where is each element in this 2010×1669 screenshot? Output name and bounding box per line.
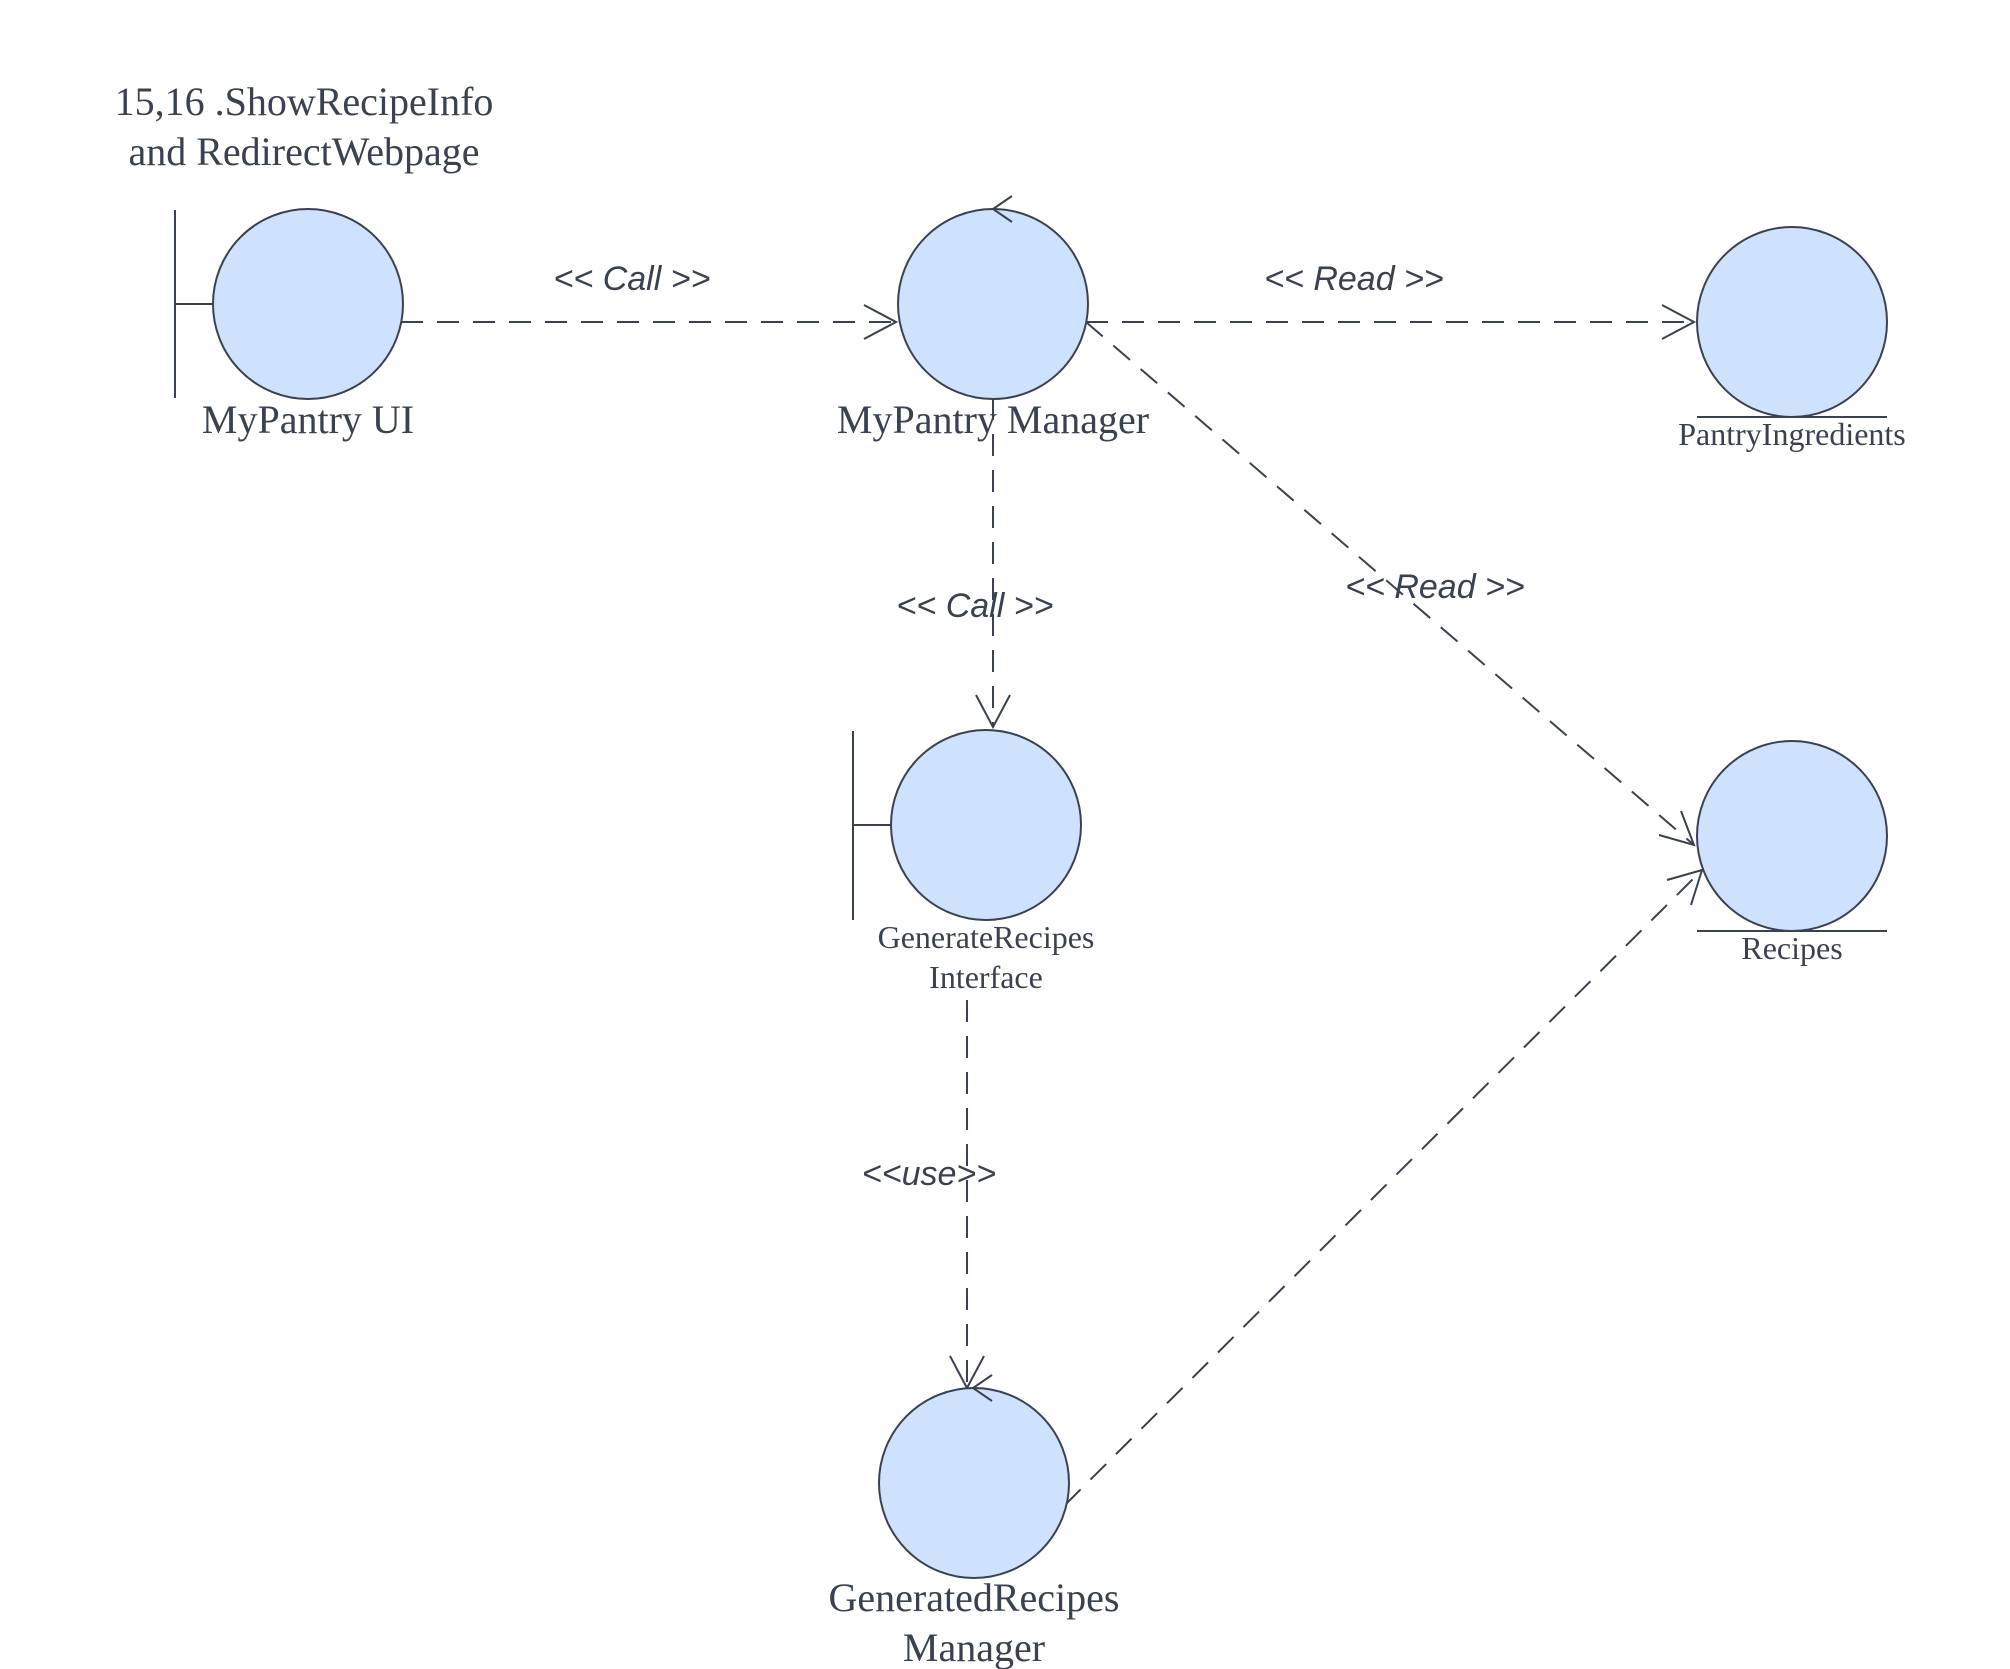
- node-generate-recipes-interface-label-line2: Interface: [929, 959, 1043, 995]
- node-generated-recipes-manager-label-line1: GeneratedRecipes: [829, 1575, 1120, 1620]
- control-circle: [897, 208, 1089, 400]
- boundary-circle: [212, 208, 404, 400]
- node-generate-recipes-interface-label-line1: GenerateRecipes: [878, 919, 1095, 955]
- node-mypantry-manager[interactable]: [897, 195, 1089, 400]
- node-mypantry-manager-label: MyPantry Manager: [837, 397, 1149, 442]
- edge-label-ui-to-manager: << Call >>: [554, 260, 711, 298]
- edge-interface-to-generated: [949, 1000, 985, 1391]
- control-arrow: [971, 1374, 993, 1402]
- node-generate-recipes-interface[interactable]: [852, 729, 1082, 921]
- control-circle: [878, 1387, 1070, 1579]
- edge-manager-to-recipes: [1085, 321, 1696, 847]
- edge-label-manager-to-interface: << Call >>: [897, 587, 1054, 625]
- node-generated-recipes-manager[interactable]: [878, 1374, 1070, 1579]
- node-recipes-label: Recipes: [1741, 930, 1842, 966]
- diagram-title-line1: 15,16 .ShowRecipeInfo: [115, 79, 494, 124]
- node-recipes[interactable]: [1696, 740, 1888, 932]
- boundary-circle: [890, 729, 1082, 921]
- node-pantry-ingredients-label: PantryIngredients: [1678, 416, 1906, 452]
- edge-generated-to-recipes: [1064, 868, 1704, 1506]
- edge-label-manager-to-recipes: << Read >>: [1345, 568, 1525, 606]
- diagram-title-line2: and RedirectWebpage: [128, 129, 479, 174]
- edge-label-manager-to-pantry: << Read >>: [1264, 260, 1444, 298]
- edge-manager-to-interface: [975, 398, 1011, 730]
- node-mypantry-ui[interactable]: [174, 208, 404, 400]
- node-pantry-ingredients[interactable]: [1696, 226, 1888, 418]
- edge-manager-to-pantry: [1086, 304, 1697, 340]
- node-mypantry-ui-label: MyPantry UI: [202, 397, 414, 442]
- edge-label-interface-to-generated: <<use>>: [862, 1155, 996, 1193]
- entity-circle: [1696, 226, 1888, 418]
- edge-ui-to-manager: [401, 304, 899, 340]
- entity-circle: [1696, 740, 1888, 932]
- control-arrow: [991, 195, 1013, 223]
- node-generated-recipes-manager-label-line2: Manager: [903, 1625, 1045, 1669]
